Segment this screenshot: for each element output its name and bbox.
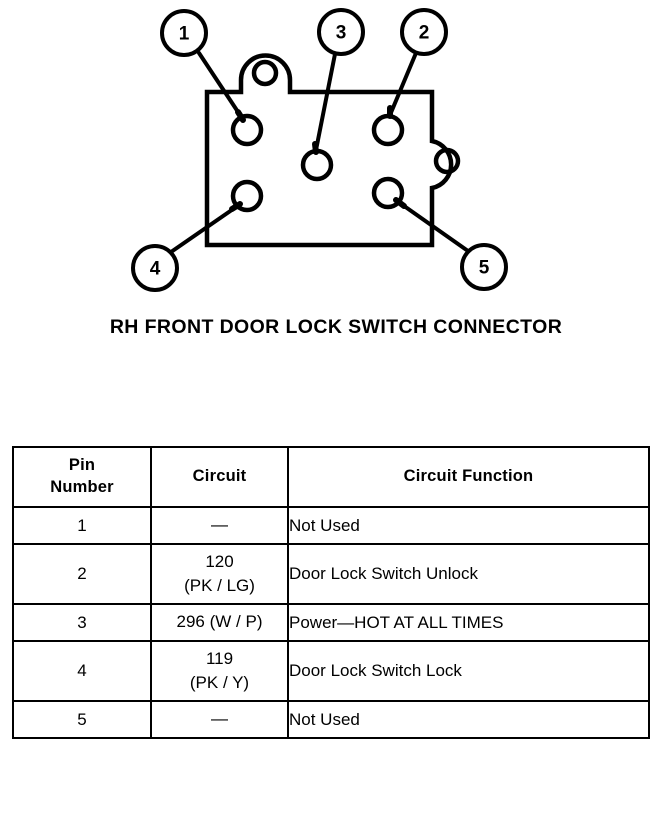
table-row: 5 — Not Used bbox=[12, 700, 650, 739]
pin-table-container: Pin Number Circuit Circuit Function 1 — … bbox=[12, 446, 650, 739]
leader-tip-3 bbox=[312, 141, 319, 155]
side-latch-hole bbox=[433, 147, 461, 175]
pin-assignment-table: Pin Number Circuit Circuit Function 1 — … bbox=[12, 446, 650, 739]
leader-line-4 bbox=[169, 203, 241, 254]
header-pin-number-line2: Number bbox=[50, 478, 114, 496]
callout-circle-3 bbox=[317, 8, 365, 56]
table-row: 4 119 (PK / Y) Door Lock Switch Lock bbox=[12, 640, 650, 702]
top-latch-hole bbox=[251, 59, 279, 87]
cell-pin-number: 1 bbox=[12, 506, 152, 545]
connector-drawing: 1 3 2 4 5 bbox=[131, 8, 508, 292]
connector-body-outline bbox=[204, 53, 454, 248]
header-pin-number-line1: Pin bbox=[68, 456, 96, 475]
callout-circle-4 bbox=[131, 244, 179, 292]
pin-hole-1 bbox=[230, 113, 264, 147]
cell-pin-number: 2 bbox=[12, 543, 152, 605]
callout-1[interactable]: 1 bbox=[160, 9, 208, 57]
leader-line-3 bbox=[314, 52, 337, 152]
table-header-row: Pin Number Circuit Circuit Function bbox=[12, 446, 650, 508]
callout-label-2: 2 bbox=[419, 23, 430, 44]
callout-5[interactable]: 5 bbox=[460, 243, 508, 291]
cell-circuit-function: Not Used bbox=[287, 700, 650, 739]
leader-line-2 bbox=[388, 51, 418, 117]
callout-circle-1 bbox=[160, 9, 208, 57]
cell-circuit-line2: (PK / Y) bbox=[189, 673, 250, 692]
callout-circle-2 bbox=[400, 8, 448, 56]
cell-pin-number: 4 bbox=[12, 640, 152, 702]
cell-circuit-function: Door Lock Switch Unlock bbox=[287, 543, 650, 605]
leader-line-1 bbox=[197, 51, 244, 120]
cell-circuit-line1: 119 bbox=[205, 648, 234, 668]
cell-circuit-line1: — bbox=[211, 515, 228, 535]
callout-2[interactable]: 2 bbox=[400, 8, 448, 56]
cell-pin-number: 5 bbox=[12, 700, 152, 739]
table-row: 1 — Not Used bbox=[12, 506, 650, 545]
cell-circuit-function: Power—HOT AT ALL TIMES bbox=[287, 603, 650, 642]
leader-tip-4 bbox=[229, 201, 243, 212]
callout-label-4: 4 bbox=[150, 259, 161, 280]
cell-circuit-function: Door Lock Switch Lock bbox=[287, 640, 650, 702]
cell-pin-number: 3 bbox=[12, 603, 152, 642]
leader-line-5 bbox=[395, 199, 470, 253]
header-circuit: Circuit bbox=[150, 446, 289, 508]
callout-4[interactable]: 4 bbox=[131, 244, 179, 292]
cell-circuit-line1: 120 bbox=[205, 551, 234, 571]
leader-tip-1 bbox=[235, 109, 246, 123]
table-row: 3 296 (W / P) Power—HOT AT ALL TIMES bbox=[12, 603, 650, 642]
connector-diagram: 1 3 2 4 5 RH FRONT DOOR LOCK SWITCH CONN… bbox=[0, 0, 672, 360]
pin-hole-3 bbox=[300, 148, 334, 182]
pin-hole-4 bbox=[230, 179, 264, 213]
callout-3[interactable]: 3 bbox=[317, 8, 365, 56]
cell-circuit: 119 (PK / Y) bbox=[150, 640, 289, 702]
cell-circuit-line2: (PK / LG) bbox=[184, 576, 255, 595]
cell-circuit: 120 (PK / LG) bbox=[150, 543, 289, 605]
cell-circuit: — bbox=[150, 700, 289, 739]
cell-circuit-function: Not Used bbox=[287, 506, 650, 545]
table-row: 2 120 (PK / LG) Door Lock Switch Unlock bbox=[12, 543, 650, 605]
callout-label-3: 3 bbox=[336, 23, 347, 44]
pin-hole-2 bbox=[371, 113, 405, 147]
diagram-caption: RH FRONT DOOR LOCK SWITCH CONNECTOR bbox=[109, 316, 563, 338]
leader-tip-5 bbox=[393, 197, 407, 209]
callout-label-5: 5 bbox=[479, 258, 490, 279]
header-pin-number: Pin Number bbox=[12, 446, 152, 508]
header-circuit-function: Circuit Function bbox=[287, 446, 650, 508]
callout-circle-5 bbox=[460, 243, 508, 291]
pin-hole-5 bbox=[371, 176, 405, 210]
cell-circuit-line1: 296 (W / P) bbox=[176, 612, 263, 632]
cell-circuit: 296 (W / P) bbox=[150, 603, 289, 642]
callout-label-1: 1 bbox=[179, 24, 190, 45]
cell-circuit-line1: — bbox=[211, 709, 228, 729]
cell-circuit: — bbox=[150, 506, 289, 545]
